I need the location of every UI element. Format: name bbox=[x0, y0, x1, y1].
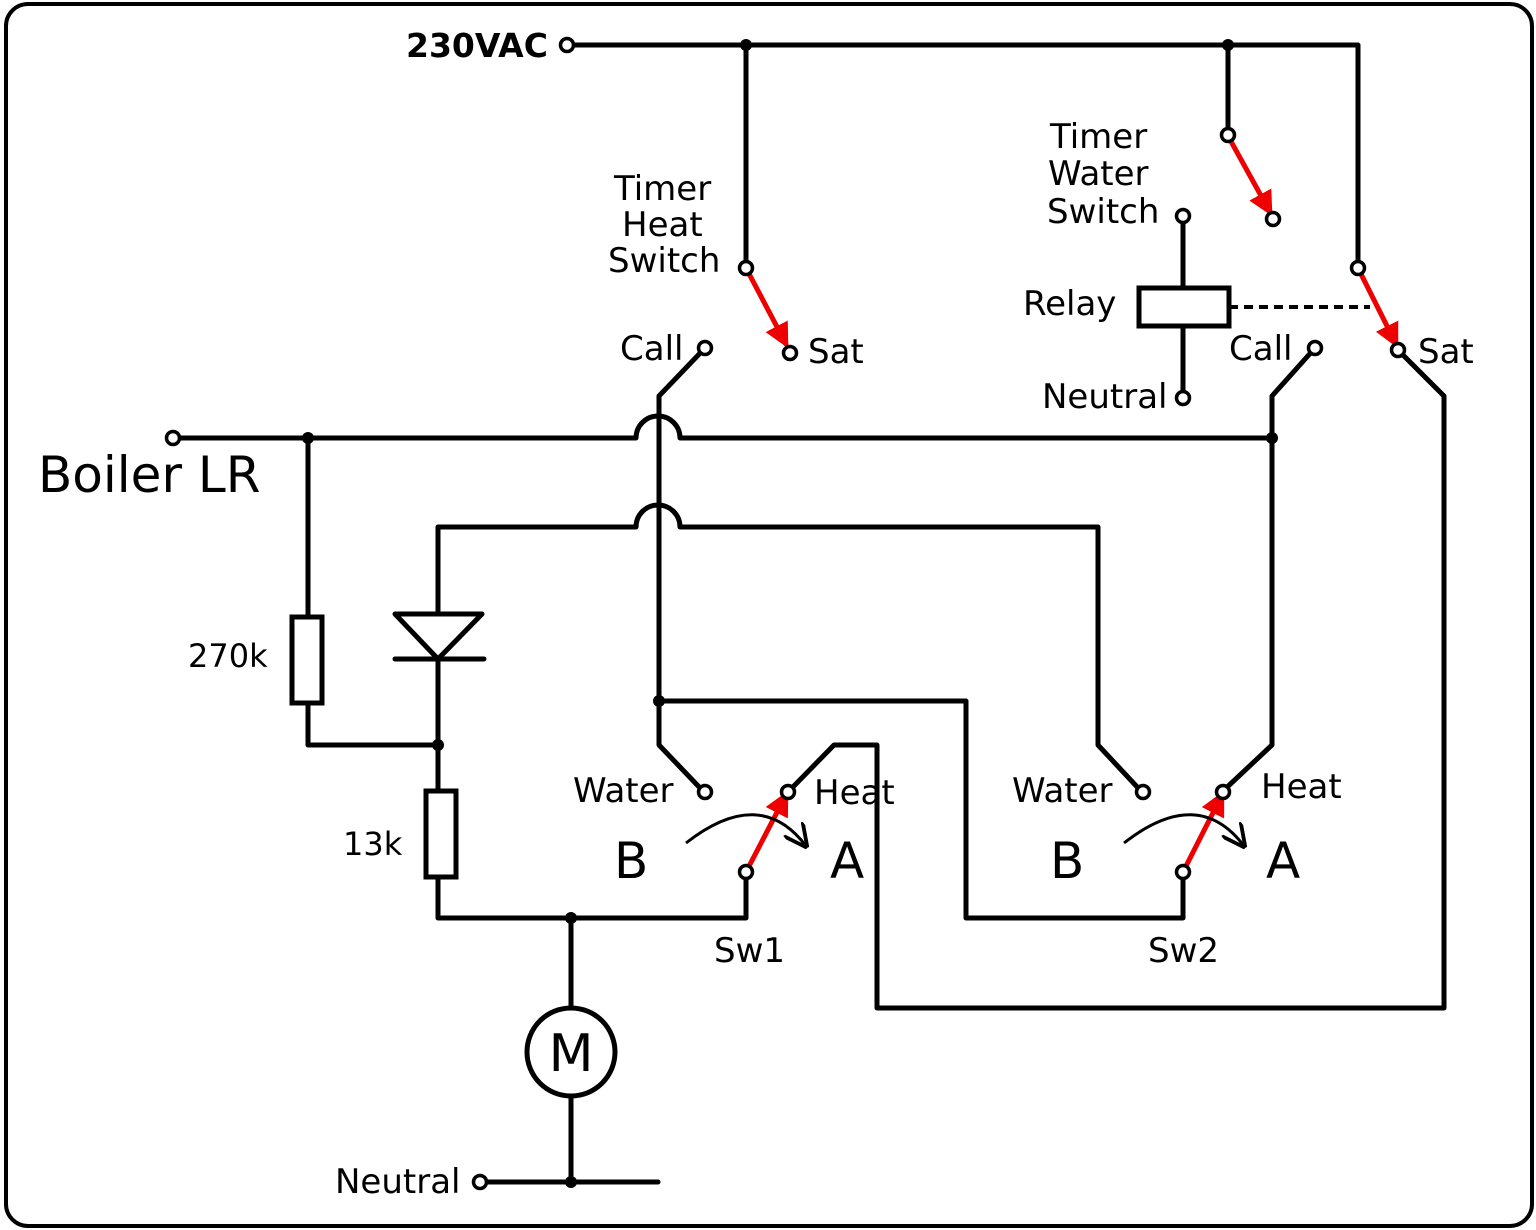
call-right-label: Call bbox=[1229, 329, 1292, 369]
terminal-sw2 bbox=[1174, 863, 1192, 881]
terminal-timer-heat-common bbox=[737, 259, 755, 277]
neutral-bottom-label: Neutral bbox=[335, 1162, 461, 1202]
terminal-timer-water-common bbox=[1219, 126, 1237, 144]
resistor-13k-branch bbox=[435, 742, 749, 921]
timer-heat-switch bbox=[743, 265, 789, 349]
diode-feed-line bbox=[435, 502, 1143, 793]
sw1-label: Sw1 bbox=[714, 931, 785, 971]
relay-coil bbox=[1136, 285, 1232, 329]
terminal-call-left bbox=[696, 339, 714, 357]
call-left-label: Call bbox=[620, 329, 683, 369]
supply-rail bbox=[569, 42, 1361, 268]
terminal-boiler-lr bbox=[164, 429, 182, 447]
left-call-wire bbox=[656, 345, 1186, 921]
timer-water-switch bbox=[1225, 133, 1273, 217]
position-a-right: A bbox=[1266, 832, 1300, 890]
position-b-right: B bbox=[1050, 832, 1084, 890]
sw1-direction-arrow bbox=[685, 813, 806, 846]
terminal-relay-neutral bbox=[1174, 389, 1192, 407]
terminal-heat-left bbox=[779, 783, 797, 801]
terminal-heat-right bbox=[1214, 783, 1232, 801]
motor bbox=[524, 1005, 618, 1099]
heat-right-label: Heat bbox=[1261, 767, 1342, 807]
boiler-lr-label: Boiler LR bbox=[38, 446, 261, 504]
resistor-13k bbox=[423, 788, 459, 880]
timer-water-label-3: Switch bbox=[1047, 192, 1159, 232]
timer-water-label-2: Water bbox=[1048, 154, 1149, 194]
motor-label: M bbox=[549, 1024, 594, 1084]
resistor-270k bbox=[289, 614, 325, 706]
terminals bbox=[164, 36, 1407, 1191]
relay bbox=[1136, 213, 1370, 399]
sat-left-label: Sat bbox=[808, 332, 864, 372]
sw2-contact bbox=[1180, 790, 1225, 875]
terminal-water-left bbox=[696, 783, 714, 801]
terminal-sat-right bbox=[1389, 341, 1407, 359]
position-b-left: B bbox=[614, 832, 648, 890]
sw1-contact bbox=[743, 790, 789, 875]
water-right-label: Water bbox=[1012, 771, 1113, 811]
sw2-label: Sw2 bbox=[1148, 931, 1219, 971]
terminal-sat-left bbox=[781, 344, 799, 362]
timer-heat-label-3: Switch bbox=[608, 241, 720, 281]
water-left-label: Water bbox=[573, 771, 674, 811]
terminal-call-right bbox=[1306, 339, 1324, 357]
supply-label: 230VAC bbox=[406, 26, 548, 65]
resistor-270k-label: 270k bbox=[188, 637, 268, 675]
sat-return-wire bbox=[787, 347, 1447, 1011]
timer-heat-label-1: Timer bbox=[613, 169, 711, 209]
terminal-neutral-bottom bbox=[471, 1173, 489, 1191]
relay-contact-switch bbox=[1355, 265, 1399, 349]
terminal-230vac bbox=[558, 36, 576, 54]
relay-label: Relay bbox=[1023, 284, 1116, 324]
diode bbox=[392, 611, 487, 662]
terminal-relay-common bbox=[1349, 259, 1367, 277]
diagram-border bbox=[4, 2, 1534, 1228]
timer-heat-label-2: Heat bbox=[622, 205, 703, 245]
terminal-timer-water-out bbox=[1264, 210, 1282, 228]
sat-right-label: Sat bbox=[1418, 332, 1474, 372]
right-call-wire bbox=[1221, 345, 1318, 793]
sw2-direction-arrow bbox=[1123, 813, 1244, 846]
terminal-water-right bbox=[1134, 783, 1152, 801]
resistor-13k-label: 13k bbox=[343, 825, 403, 863]
boiler-lr-line bbox=[173, 413, 1275, 748]
terminal-relay-top bbox=[1174, 207, 1192, 225]
timer-water-label-1: Timer bbox=[1049, 117, 1147, 157]
relay-neutral-label: Neutral bbox=[1042, 377, 1168, 417]
heat-left-label: Heat bbox=[814, 773, 895, 813]
junction-dots bbox=[302, 39, 1278, 1188]
terminal-sw1 bbox=[737, 863, 755, 881]
position-a-left: A bbox=[830, 832, 864, 890]
